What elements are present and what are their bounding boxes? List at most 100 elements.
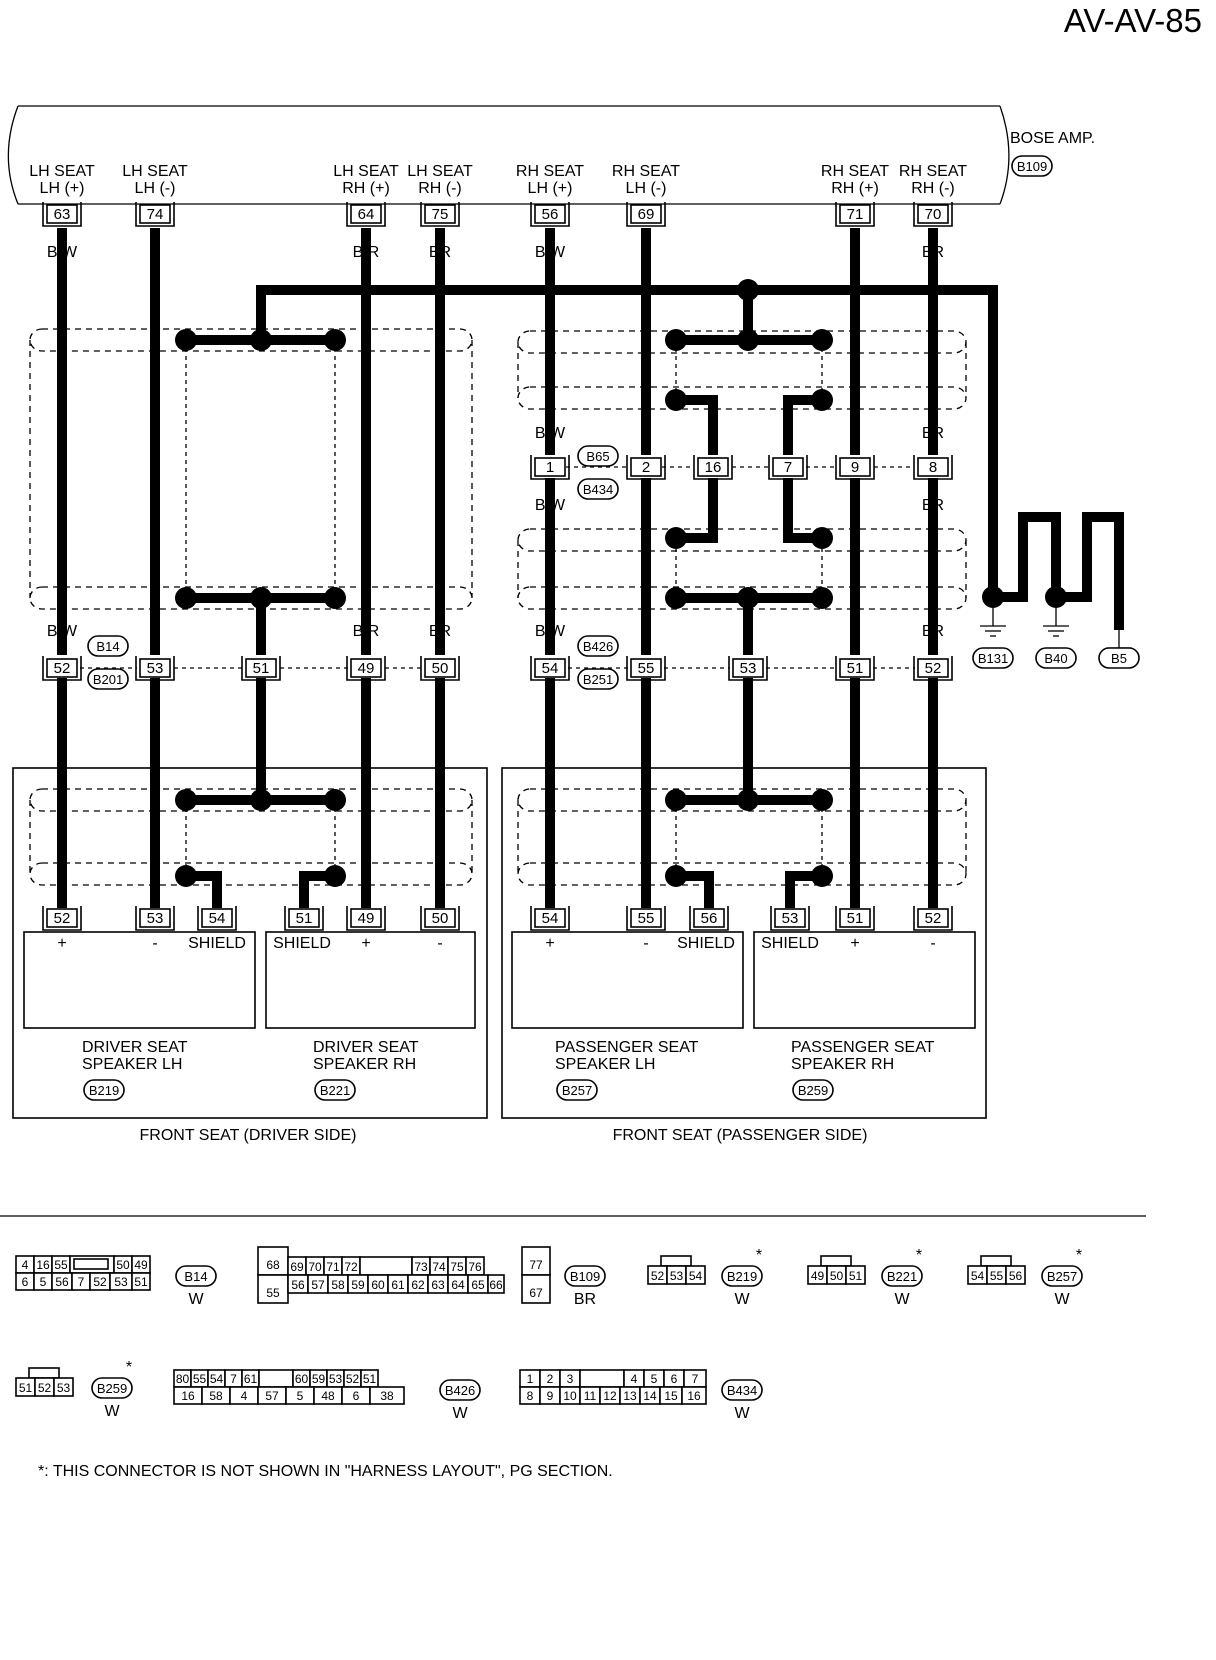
pin-number: 56 xyxy=(701,910,718,927)
pin-box xyxy=(839,457,871,477)
wire-shield-bus xyxy=(256,285,998,597)
speaker-terminal: + xyxy=(850,935,859,952)
pass-shield-upper-b-top xyxy=(517,528,967,552)
pin-box xyxy=(350,204,382,224)
ground-wire-color: B xyxy=(1114,545,1125,562)
conn-b259-color: W xyxy=(104,1403,120,1420)
pin-number: 9 xyxy=(851,459,859,476)
pin-box xyxy=(774,908,806,928)
conn-b221-lock xyxy=(820,1255,852,1267)
speaker-terminal: + xyxy=(57,935,66,952)
wire-pass-drain-bottom xyxy=(676,593,822,800)
pass-joint-connector-text: B426 xyxy=(583,639,613,654)
conn-b426-top-cell-text: 55 xyxy=(193,1372,207,1386)
pin-box xyxy=(139,908,171,928)
conn-b434-top-cell-text: 2 xyxy=(547,1372,554,1386)
shield-layer xyxy=(29,328,967,886)
pin-box xyxy=(697,457,729,477)
conn-b259-name-text: B259 xyxy=(97,1381,127,1396)
pin-number: 50 xyxy=(432,910,449,927)
mid-wire-below: B/W xyxy=(535,497,566,514)
speaker-name-2: SPEAKER RH xyxy=(791,1056,894,1073)
conn-b109-cell-text: 77 xyxy=(529,1258,543,1272)
speaker-terminal: SHIELD xyxy=(761,935,819,952)
conn-b426-color: W xyxy=(452,1405,468,1422)
mid-wire-above: Y xyxy=(850,425,861,442)
splice-dot xyxy=(811,389,833,411)
pass-shield-upper-a-top xyxy=(517,330,967,354)
pin-number: 69 xyxy=(638,206,655,223)
splice-dot xyxy=(250,587,272,609)
speaker-connector-text: B257 xyxy=(562,1083,592,1098)
conn-b426-name xyxy=(439,1379,481,1401)
splice-dot xyxy=(737,587,759,609)
pin-box xyxy=(839,204,871,224)
speaker-name-2: SPEAKER LH xyxy=(82,1056,182,1073)
bose-amp-connector-text: B109 xyxy=(1017,159,1047,174)
splice-dot xyxy=(250,329,272,351)
speaker-terminal: - xyxy=(437,935,442,952)
pin-number: 75 xyxy=(432,206,449,223)
pin-number: 54 xyxy=(542,910,559,927)
conn-b426-bottom-cell-text: 57 xyxy=(265,1389,279,1403)
pin-bracket xyxy=(626,455,666,480)
speaker-terminal: SHIELD xyxy=(188,935,246,952)
pin-box xyxy=(917,204,949,224)
pin-bracket xyxy=(346,656,386,681)
pin-number: 52 xyxy=(925,910,942,927)
splice-dot xyxy=(175,587,197,609)
driver-joint-connector-text: B201 xyxy=(93,672,123,687)
wire-pass-drain-joint7 xyxy=(783,395,822,543)
pin-number: 53 xyxy=(740,660,757,677)
pin-box xyxy=(424,204,456,224)
pin-box xyxy=(630,204,662,224)
conn-b14-top-cell-text: 16 xyxy=(36,1258,50,1272)
conn-b109-bottom-cell-text: 60 xyxy=(371,1278,385,1292)
conn-b109-top-cell-text: 74 xyxy=(432,1260,446,1274)
amp-pin-label-1: RH SEAT xyxy=(516,163,584,180)
conn-b434-name xyxy=(721,1379,763,1401)
conn-b109-bottom-cell-text: 62 xyxy=(411,1278,425,1292)
conn-b14-lock xyxy=(73,1258,109,1270)
conn-b14-top-cell-text: 4 xyxy=(22,1258,29,1272)
pin-box xyxy=(534,204,566,224)
pin-number: 49 xyxy=(358,660,375,677)
pin-number: 64 xyxy=(358,206,375,223)
conn-b257-name-text: B257 xyxy=(1047,1269,1077,1284)
splice-dot xyxy=(982,586,1004,608)
pin-box xyxy=(630,658,662,678)
pin-box xyxy=(350,658,382,678)
conn-b434-top-cell-text: 4 xyxy=(631,1372,638,1386)
box-layer xyxy=(12,155,1140,1405)
splice-dot xyxy=(665,389,687,411)
pin-bracket xyxy=(42,656,82,681)
pin-number: 71 xyxy=(847,206,864,223)
pin-bracket xyxy=(135,656,175,681)
conn-b14-bottom-cell-text: 51 xyxy=(134,1275,148,1289)
splice-dot xyxy=(737,279,759,301)
conn-b434-bottom-cell xyxy=(681,1386,707,1405)
pin-number: 52 xyxy=(54,910,71,927)
driver-joint-wire: L xyxy=(151,623,160,640)
conn-b426-bottom-cell-text: 38 xyxy=(380,1389,394,1403)
pin-number: 56 xyxy=(542,206,559,223)
pin-number: 52 xyxy=(925,660,942,677)
amp-pin-label-1: LH SEAT xyxy=(29,163,95,180)
wire-driver-drain-bottom xyxy=(186,593,335,800)
front-seat-passenger-label: FRONT SEAT (PASSENGER SIDE) xyxy=(613,1127,868,1144)
conn-b14-top-cell-text: 50 xyxy=(116,1258,130,1272)
amp-pin-label-2: LH (+) xyxy=(40,180,85,197)
pin-box xyxy=(772,457,804,477)
pin-bracket xyxy=(420,906,460,931)
wire-pass-drain-joint16 xyxy=(676,395,718,543)
pin-box xyxy=(917,908,949,928)
amp-pin-label-1: RH SEAT xyxy=(612,163,680,180)
driver-joint-connector xyxy=(87,635,129,657)
conn-b426-top-cell xyxy=(258,1369,294,1388)
splice-dot xyxy=(665,587,687,609)
amp-pin-label-2: RH (-) xyxy=(911,180,955,197)
conn-b434-bottom-cell-text: 11 xyxy=(584,1389,597,1403)
driver-joint-wire: BR xyxy=(429,623,451,640)
conn-b426-top-cell-text: 60 xyxy=(295,1372,309,1386)
ground-connector-label xyxy=(972,647,1014,669)
